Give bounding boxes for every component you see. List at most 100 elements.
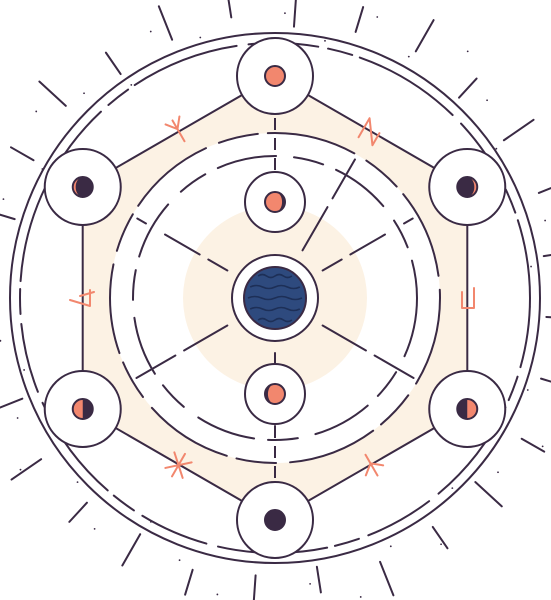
ray xyxy=(537,187,551,194)
ray xyxy=(0,213,16,221)
moon-shadow xyxy=(457,177,475,197)
speck xyxy=(216,593,219,596)
ray xyxy=(104,51,122,76)
ray xyxy=(292,0,297,28)
waning-gibbous-moon-icon xyxy=(43,148,122,226)
rune-dagger-icon xyxy=(364,453,385,477)
speck xyxy=(309,582,311,585)
ray xyxy=(431,525,449,550)
band-inner-ring xyxy=(109,132,441,464)
speck xyxy=(495,147,498,150)
planet-wave xyxy=(247,295,303,301)
moon-shadow xyxy=(457,399,468,419)
ray xyxy=(414,19,435,53)
rune-uruz-icon xyxy=(357,117,381,147)
speck xyxy=(19,468,22,471)
ray xyxy=(252,574,257,600)
last-quarter-moon-icon xyxy=(43,370,122,448)
ray xyxy=(542,253,551,258)
ray xyxy=(474,481,503,508)
speck xyxy=(284,12,286,15)
waxing-crescent-moon-icon xyxy=(244,363,306,425)
ray xyxy=(68,501,88,523)
central-planet xyxy=(231,254,319,342)
ray xyxy=(315,565,322,594)
spoke xyxy=(321,324,415,379)
rune-stroke xyxy=(69,289,95,307)
speck xyxy=(35,110,38,113)
speck xyxy=(466,50,469,53)
speck xyxy=(440,543,442,546)
moon-disc xyxy=(264,65,286,87)
speck xyxy=(541,445,544,448)
speck xyxy=(530,265,532,268)
rune-kaunan-icon xyxy=(69,289,95,307)
speck xyxy=(526,389,529,391)
spoke xyxy=(135,324,229,379)
speck xyxy=(2,198,5,201)
ray xyxy=(379,560,395,597)
ray xyxy=(540,377,551,383)
rune-star-icon xyxy=(164,451,193,479)
speck xyxy=(324,39,326,42)
speck xyxy=(149,30,152,33)
rune-algiz-icon xyxy=(164,115,186,143)
ray xyxy=(38,80,67,107)
moon-shadow xyxy=(82,399,93,419)
speck xyxy=(376,16,379,18)
waxing-gibbous-moon-icon xyxy=(428,148,507,226)
rune-uruz-inverted-icon xyxy=(461,287,475,309)
ray xyxy=(10,458,43,481)
speck xyxy=(544,219,547,222)
rune-stroke xyxy=(357,117,381,147)
speck xyxy=(76,481,79,484)
rune-stroke xyxy=(164,115,186,143)
moon-phases xyxy=(43,37,507,559)
speck xyxy=(497,471,499,474)
speck xyxy=(359,596,362,598)
speck xyxy=(130,84,133,86)
full-moon-icon xyxy=(236,37,314,115)
rune-stroke xyxy=(164,451,193,479)
speck xyxy=(83,92,85,95)
planet-wave xyxy=(249,284,301,290)
speck xyxy=(389,545,392,548)
speck xyxy=(23,369,26,371)
ray xyxy=(121,533,142,567)
moon-shadow xyxy=(265,510,285,530)
moon-shadow xyxy=(75,177,93,197)
speck xyxy=(93,527,96,530)
spoke xyxy=(301,158,356,252)
runes xyxy=(69,115,475,479)
ray xyxy=(184,568,194,596)
planet-wave xyxy=(257,317,293,323)
speck xyxy=(486,99,488,102)
middle-ring xyxy=(132,155,418,441)
ray xyxy=(502,118,535,142)
spoke xyxy=(135,217,229,272)
rune-stroke xyxy=(364,453,385,477)
moon-shadow xyxy=(275,192,285,212)
first-quarter-moon-icon xyxy=(428,370,507,448)
ray xyxy=(458,77,478,99)
outer-ring xyxy=(9,32,541,564)
ray xyxy=(545,315,551,319)
waning-crescent-moon-icon xyxy=(244,171,306,233)
rune-stroke xyxy=(461,287,475,309)
ray xyxy=(9,146,35,162)
planet-wave xyxy=(249,306,301,312)
ray xyxy=(0,397,24,409)
spoke xyxy=(321,217,415,272)
speck xyxy=(199,36,202,39)
speck xyxy=(16,417,19,419)
ray xyxy=(227,0,233,19)
ray xyxy=(354,6,365,33)
speck xyxy=(407,55,410,58)
moon-shadow xyxy=(265,384,275,404)
speck xyxy=(451,487,454,490)
new-moon-icon xyxy=(236,481,314,559)
ray xyxy=(520,437,546,453)
speck xyxy=(178,559,181,562)
